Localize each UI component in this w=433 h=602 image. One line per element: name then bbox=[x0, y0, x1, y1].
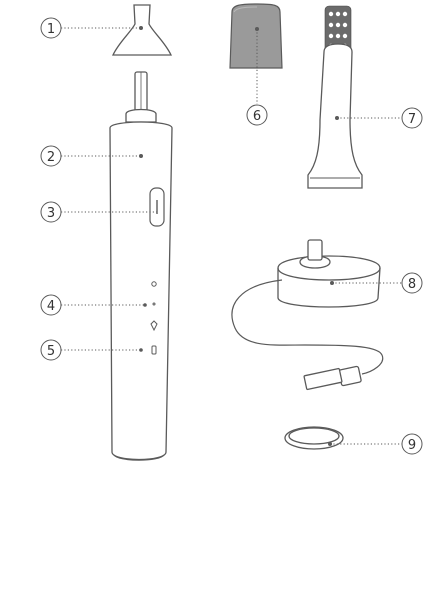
part-charger bbox=[231, 239, 384, 391]
callout-5: 5 bbox=[40, 339, 62, 361]
svg-text:4: 4 bbox=[47, 299, 55, 314]
handle-indicators bbox=[150, 281, 158, 355]
svg-text:5: 5 bbox=[47, 344, 55, 359]
part-nozzle bbox=[111, 4, 173, 56]
svg-text:8: 8 bbox=[408, 277, 416, 292]
callout-4: 4 bbox=[40, 294, 62, 316]
part-ring bbox=[284, 426, 344, 450]
svg-text:6: 6 bbox=[253, 109, 261, 124]
callout-8: 8 bbox=[401, 272, 423, 294]
part-handle bbox=[109, 71, 173, 461]
callout-7: 7 bbox=[401, 107, 423, 129]
svg-text:3: 3 bbox=[47, 206, 55, 221]
svg-text:1: 1 bbox=[47, 22, 55, 37]
callout-2: 2 bbox=[40, 145, 62, 167]
callout-9: 9 bbox=[401, 433, 423, 455]
callout-1: 1 bbox=[40, 17, 62, 39]
svg-text:2: 2 bbox=[47, 150, 55, 165]
leader-lines bbox=[61, 27, 402, 445]
power-button bbox=[149, 187, 165, 227]
svg-text:9: 9 bbox=[408, 438, 416, 453]
svg-text:7: 7 bbox=[408, 112, 416, 127]
callout-6: 6 bbox=[246, 104, 268, 126]
callout-3: 3 bbox=[40, 201, 62, 223]
leader-dots bbox=[139, 26, 339, 446]
part-brush-head bbox=[307, 5, 363, 189]
part-cap bbox=[229, 3, 283, 69]
